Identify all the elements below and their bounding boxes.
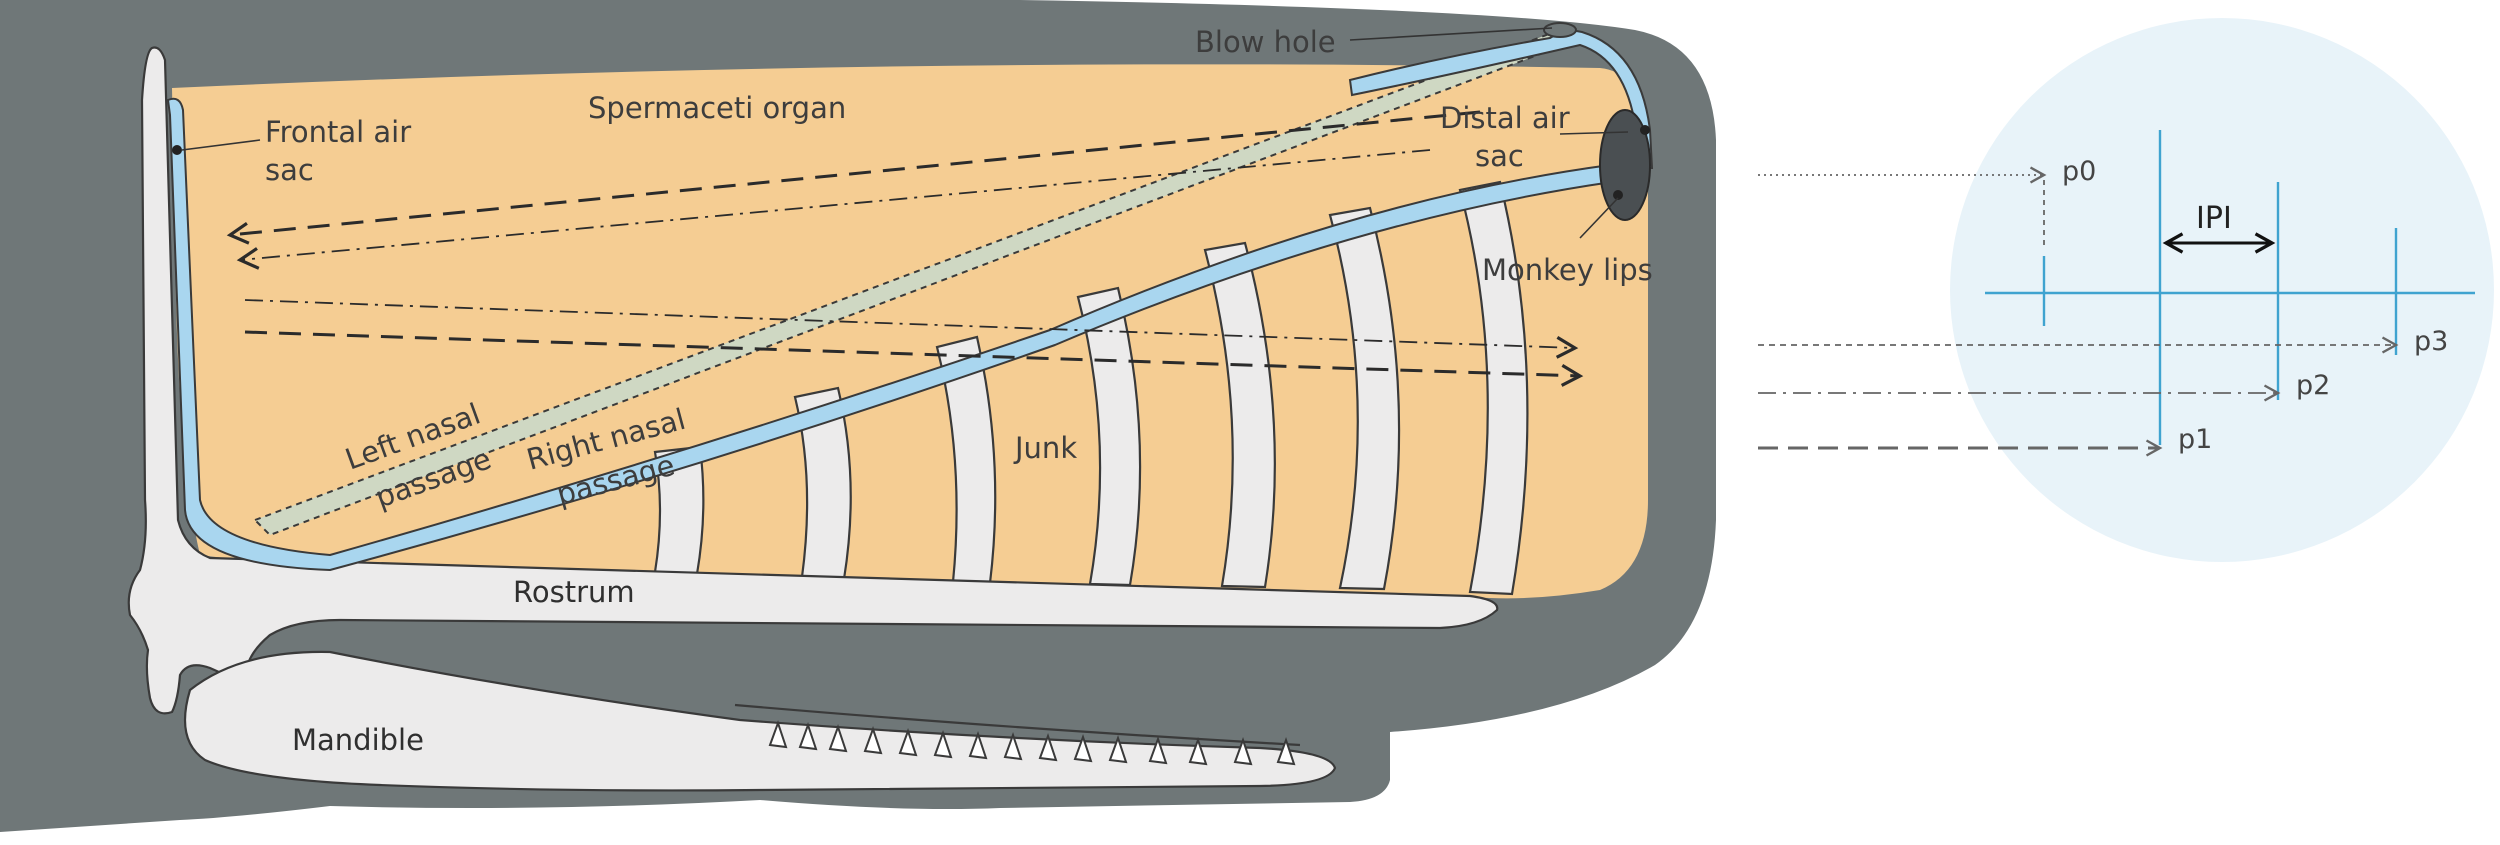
label-blow-hole: Blow hole <box>1195 25 1336 59</box>
label-junk: Junk <box>1013 431 1077 465</box>
pulse-inset: IPI p0 p1 p2 p3 <box>1758 18 2494 562</box>
frontal-air-sac-dot <box>172 145 182 155</box>
label-distal-air-sac-2: sac <box>1475 139 1524 173</box>
inset-circle <box>1950 18 2494 562</box>
dashdot-arrow-back <box>236 149 1431 270</box>
whale-head: Blow hole Spermaceti organ Frontal air s… <box>0 0 1716 832</box>
leader-lines <box>181 27 1629 239</box>
dashdot-arrow-forward <box>244 299 1579 359</box>
junk-partitions <box>653 180 1529 596</box>
label-frontal-air-sac-2: sac <box>265 153 314 187</box>
label-distal-air-sac-1: Distal air <box>1440 101 1570 135</box>
label-p3: p3 <box>2414 326 2448 357</box>
pulse-arrows <box>1758 166 2399 457</box>
label-p0: p0 <box>2062 156 2096 187</box>
label-frontal-air-sac-1: Frontal air <box>265 115 411 149</box>
blow-hole <box>1543 22 1577 38</box>
label-mandible: Mandible <box>292 723 424 757</box>
spermaceti-organ-body <box>172 64 1648 599</box>
left-nasal-passage <box>253 26 1579 537</box>
monkey-lips-dot <box>1613 190 1623 200</box>
distal-air-sac <box>1599 109 1651 221</box>
gum-line <box>734 703 1301 747</box>
rostrum-skull <box>127 46 1499 715</box>
blow-hole-tube <box>1348 29 1654 169</box>
label-p2: p2 <box>2296 370 2330 401</box>
teeth <box>768 719 1296 766</box>
dashed-arrow-back <box>226 110 1481 245</box>
label-p1: p1 <box>2178 424 2212 455</box>
right-nasal-passage <box>166 97 1641 572</box>
distal-sac-dot <box>1640 125 1650 135</box>
label-monkey-lips: Monkey lips <box>1482 253 1653 287</box>
dashed-arrow-forward <box>244 330 1584 387</box>
label-rostrum: Rostrum <box>513 575 635 609</box>
label-ipi: IPI <box>2196 201 2232 236</box>
sound-path-arrows <box>226 110 1584 387</box>
label-spermaceti-organ: Spermaceti organ <box>588 91 846 125</box>
